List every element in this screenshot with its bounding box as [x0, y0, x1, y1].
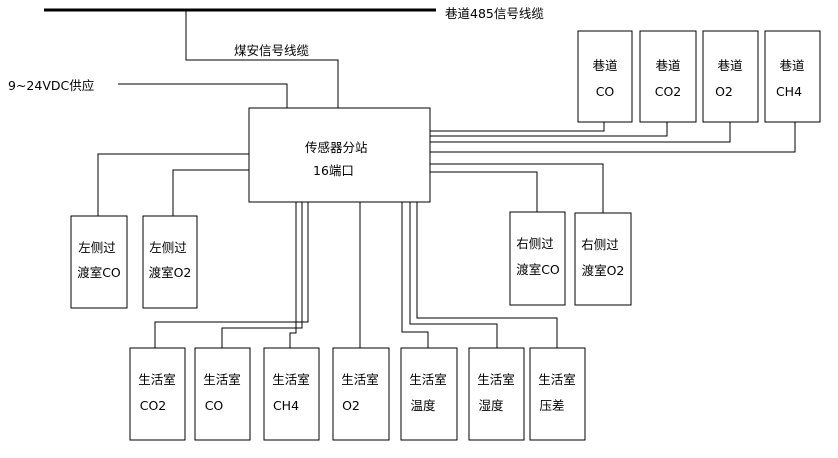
svg-text:生活室: 生活室 — [272, 372, 310, 387]
svg-text:右侧过: 右侧过 — [581, 237, 619, 252]
left-transition-o2-line — [172, 169, 249, 216]
power-label: 9~24VDC供应 — [8, 78, 94, 93]
svg-text:右侧过: 右侧过 — [516, 236, 554, 251]
roadway-ch4-line — [430, 122, 796, 153]
living-ch4-line — [289, 202, 297, 348]
living-sensor-humidity: 生活室 湿度 — [468, 347, 525, 441]
svg-text:巷道: 巷道 — [717, 58, 743, 73]
svg-text:生活室: 生活室 — [341, 372, 379, 387]
roadway-sensor-co2: 巷道 CO2 — [639, 30, 697, 123]
living-sensor-co2: 生活室 CO2 — [129, 347, 186, 441]
left-transition-o2-sensor: 左侧过 渡室O2 — [142, 215, 198, 309]
svg-text:左侧过: 左侧过 — [78, 240, 116, 255]
svg-text:渡室CO: 渡室CO — [77, 265, 121, 280]
roadway-o2-line — [430, 122, 731, 143]
living-sensor-ch4: 生活室 CH4 — [263, 347, 320, 441]
svg-text:生活室: 生活室 — [538, 372, 576, 387]
bus-label: 巷道485信号线缆 — [445, 6, 544, 21]
living-sensor-o2: 生活室 O2 — [332, 347, 390, 441]
power-line — [118, 83, 288, 108]
svg-text:巷道: 巷道 — [779, 58, 805, 73]
living-co-line — [221, 202, 303, 348]
svg-text:渡室O2: 渡室O2 — [582, 263, 625, 278]
coal-cable-line — [185, 11, 339, 108]
right-transition-o2-sensor: 右侧过 渡室O2 — [574, 212, 632, 306]
sensor-station-box — [248, 107, 431, 203]
svg-text:生活室: 生活室 — [409, 372, 447, 387]
svg-text:CO: CO — [596, 84, 615, 99]
svg-text:生活室: 生活室 — [203, 372, 241, 387]
coal-cable-label: 煤安信号线缆 — [234, 43, 310, 58]
svg-text:O2: O2 — [715, 84, 733, 99]
svg-text:湿度: 湿度 — [478, 398, 504, 413]
living-sensor-temperature: 生活室 温度 — [400, 347, 458, 441]
svg-text:渡室O2: 渡室O2 — [149, 265, 192, 280]
svg-text:生活室: 生活室 — [138, 372, 176, 387]
living-temp-line — [401, 202, 429, 348]
svg-text:CH4: CH4 — [776, 84, 802, 99]
living-sensor-co: 生活室 CO — [194, 347, 251, 441]
svg-text:CO: CO — [205, 398, 224, 413]
svg-text:温度: 温度 — [410, 398, 436, 413]
svg-text:压差: 压差 — [539, 398, 564, 413]
svg-text:生活室: 生活室 — [477, 372, 515, 387]
svg-text:CO2: CO2 — [140, 398, 167, 413]
roadway-sensor-o2: 巷道 O2 — [702, 30, 759, 123]
living-humidity-line — [409, 202, 498, 348]
svg-text:左侧过: 左侧过 — [149, 240, 187, 255]
svg-text:巷道: 巷道 — [592, 58, 618, 73]
living-sensor-pressure-diff: 生活室 压差 — [529, 347, 586, 441]
sensor-station-label: 传感器分站 — [305, 140, 368, 155]
svg-text:CH4: CH4 — [273, 398, 299, 413]
roadway-co2-line — [430, 122, 668, 137]
living-co2-line — [154, 202, 309, 348]
svg-text:CO2: CO2 — [655, 84, 682, 99]
right-transition-o2-line — [430, 163, 604, 213]
living-pressure-line — [416, 202, 558, 348]
right-transition-co-sensor: 右侧过 渡室CO — [509, 211, 566, 306]
roadway-sensor-co: 巷道 CO — [577, 30, 633, 123]
svg-text:渡室CO: 渡室CO — [516, 262, 560, 277]
svg-text:O2: O2 — [342, 398, 360, 413]
right-transition-co-line — [430, 171, 538, 212]
svg-text:巷道: 巷道 — [655, 58, 681, 73]
left-transition-co-line — [97, 153, 249, 216]
roadway-sensor-ch4: 巷道 CH4 — [764, 30, 821, 123]
roadway-co-line — [430, 122, 605, 132]
left-transition-co-sensor: 左侧过 渡室CO — [70, 215, 128, 309]
sensor-station-ports: 16端口 — [313, 163, 354, 178]
